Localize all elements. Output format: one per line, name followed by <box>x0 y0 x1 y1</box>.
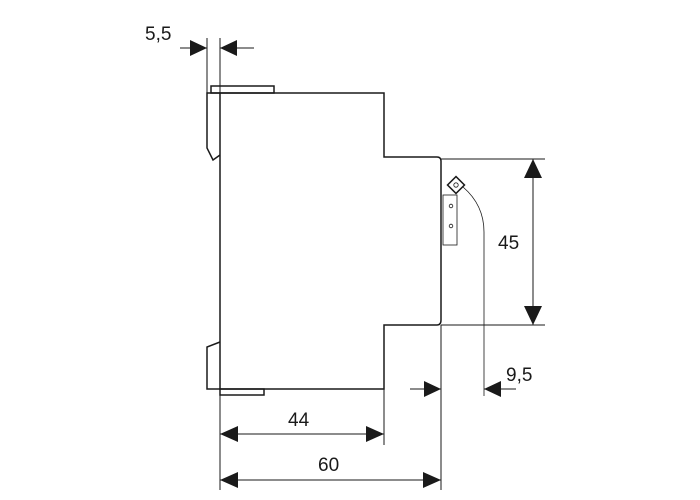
screw-arc <box>462 186 485 396</box>
label-terminal-height: 45 <box>498 233 519 254</box>
bottom-tab <box>219 388 265 396</box>
arrow-right-icon <box>424 381 441 397</box>
arrow-left-icon <box>484 381 501 397</box>
bottom-latch <box>206 341 221 390</box>
arrow-right-icon <box>423 472 441 488</box>
housing-outline <box>219 92 442 390</box>
arrow-down-icon <box>524 306 542 325</box>
device-body <box>206 85 442 396</box>
arrow-up-icon <box>524 159 542 178</box>
arrow-left-icon <box>220 472 238 488</box>
arrow-right-icon <box>190 40 207 56</box>
terminal-hole-lower <box>448 223 454 229</box>
terminal-block <box>442 194 458 246</box>
label-terminal-offset: 9,5 <box>506 365 532 386</box>
arrow-left-icon <box>220 40 237 56</box>
terminal-screw <box>442 175 485 396</box>
label-total-depth: 60 <box>318 455 339 476</box>
top-latch <box>206 92 221 162</box>
arrow-right-icon <box>366 426 384 442</box>
terminal-hole-upper <box>448 203 454 209</box>
top-tab <box>210 85 275 94</box>
dimension-terminal-offset: 9,5 <box>410 325 532 490</box>
label-body-depth: 44 <box>288 410 310 431</box>
dimension-terminal-height: 45 <box>441 158 545 326</box>
dimension-top-width: 5,5 <box>145 24 254 93</box>
dimension-total-depth: 60 <box>220 455 441 488</box>
screw-slot <box>453 182 459 188</box>
arrow-left-icon <box>220 426 238 442</box>
dimension-body-depth: 44 <box>219 389 385 490</box>
label-top-width: 5,5 <box>145 24 171 45</box>
screw-head-icon <box>446 175 466 195</box>
